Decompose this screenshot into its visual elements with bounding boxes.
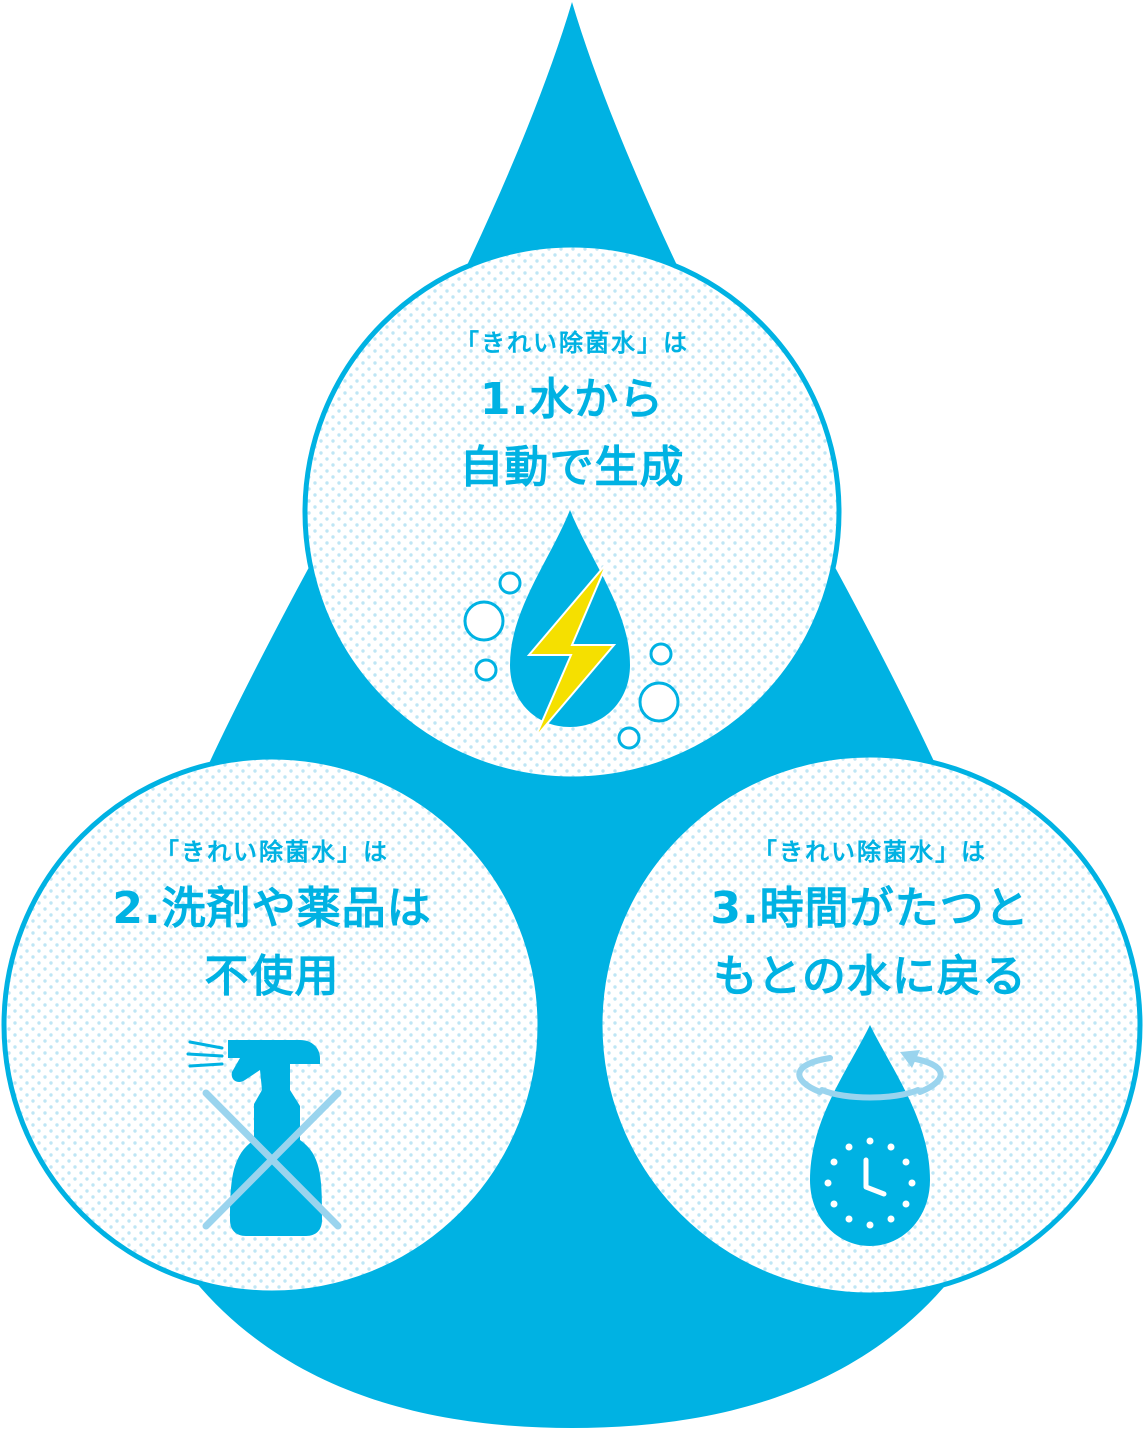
feature-circle-2	[1, 754, 543, 1296]
bubbles-icon	[463, 571, 680, 750]
feature-2-subtitle: 「きれい除菌水」は	[155, 838, 389, 866]
lightning-drop-icon	[463, 510, 680, 750]
clock-hands-icon	[863, 1157, 887, 1197]
cycle-arrow-back	[796, 1055, 944, 1095]
cycle-arrow-front	[819, 1087, 921, 1101]
feature-2-heading-line2: 不使用	[204, 951, 340, 1002]
water-drop-clock-body	[810, 1025, 930, 1246]
feature-3-heading-line1: 3.時間がたつと	[710, 883, 1030, 934]
clock-face-icon	[824, 1137, 916, 1229]
feature-circle-1	[302, 242, 842, 782]
feature-1-text: 「きれい除菌水」は 1.水から 自動で生成	[372, 328, 772, 498]
cross-mark-icon	[202, 1089, 342, 1230]
spray-lines-icon	[186, 1040, 224, 1068]
feature-1-subtitle: 「きれい除菌水」は	[455, 329, 689, 357]
feature-1-heading-line1: 1.水から	[479, 374, 665, 425]
feature-3-text: 「きれい除菌水」は 3.時間がたつと もとの水に戻る	[650, 837, 1090, 1007]
lightning-bolt-icon	[526, 562, 617, 739]
feature-3-subtitle: 「きれい除菌水」は	[753, 838, 987, 866]
feature-1-heading-line2: 自動で生成	[459, 442, 685, 493]
crossed-spray-bottle-icon	[186, 1040, 342, 1236]
feature-2-text: 「きれい除菌水」は 2.洗剤や薬品は 不使用	[52, 837, 492, 1007]
feature-3-heading-line2: もとの水に戻る	[713, 951, 1027, 1002]
clock-drop-cycle-icon	[796, 1025, 944, 1246]
feature-2-heading-line1: 2.洗剤や薬品は	[112, 883, 432, 934]
cycle-arrow-head-icon	[900, 1050, 920, 1068]
